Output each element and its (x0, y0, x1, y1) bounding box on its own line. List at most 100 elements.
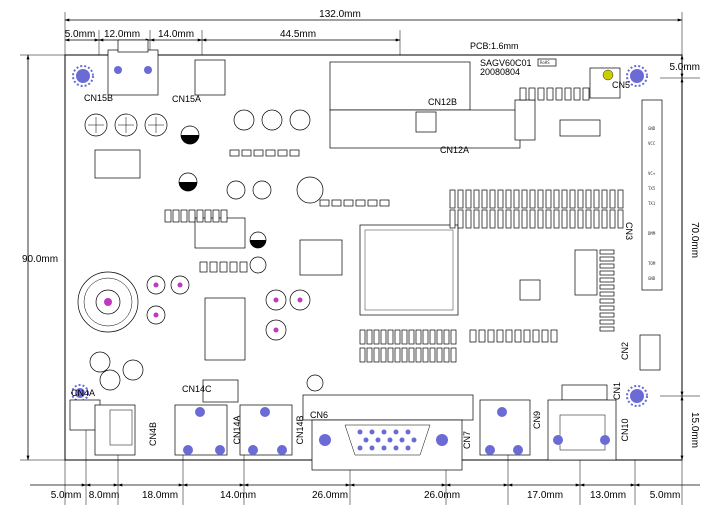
inductor-l8 (77, 271, 139, 333)
smd-part (529, 209, 536, 229)
cn3-pin-label: TX5 (648, 186, 656, 191)
cn3-label: CN3 (624, 222, 634, 240)
vga-pin (393, 445, 399, 451)
smd-part (401, 329, 408, 345)
smd-part (367, 199, 378, 207)
smd-part (599, 305, 615, 311)
dim-top-d: 44.5mm (280, 29, 316, 40)
smd-part (585, 209, 592, 229)
smd-part (585, 189, 592, 209)
cn14a-label: CN14A (232, 415, 242, 444)
dim-bot-a: 5.0mm (51, 490, 82, 501)
smd-part (553, 189, 560, 209)
smd-part (577, 209, 584, 229)
vga-pin (393, 429, 399, 435)
dim-right-top: 5.0mm (669, 62, 700, 73)
capacitor-icon (261, 109, 283, 131)
smd-part (180, 209, 188, 223)
smd-part (513, 189, 520, 209)
smd-part (545, 209, 552, 229)
vga-pin (375, 437, 381, 443)
smd-part (265, 149, 276, 157)
smd-part (601, 189, 608, 209)
cn12b-label: CN12B (428, 97, 457, 107)
cn12-connector: CN12B CN12A (329, 61, 521, 155)
vga-pin (381, 445, 387, 451)
dim-bot-h: 13.0mm (590, 490, 626, 501)
smd-part (373, 329, 380, 345)
smd-part (401, 347, 408, 363)
smd-part (599, 277, 615, 283)
smd-part (229, 261, 238, 273)
cn3-pin-label: GND (648, 126, 656, 131)
smd-part (443, 347, 450, 363)
cn6-label: CN6 (310, 410, 328, 420)
smd-part (555, 87, 563, 101)
smd-part (380, 347, 387, 363)
smd-part (528, 87, 536, 101)
cn6-vga: CN6 (302, 394, 474, 471)
smd-part (577, 189, 584, 209)
smd-part (436, 347, 443, 363)
dim-right-mid: 70.0mm (689, 222, 700, 258)
cn3-pin-label: TX1 (648, 201, 656, 206)
smd-part (212, 209, 220, 223)
main-ic (359, 224, 459, 316)
smd-part (497, 209, 504, 229)
dim-top-a: 5.0mm (65, 29, 96, 40)
smd-part (599, 270, 615, 276)
smd-part (564, 87, 572, 101)
capacitor-icon (226, 180, 246, 200)
rohs-mark (537, 58, 557, 67)
smd-part (599, 256, 615, 262)
vga-pin (369, 429, 375, 435)
cn12a-label: CN12A (440, 145, 469, 155)
smd-part (465, 189, 472, 209)
dim-bot-g: 17.0mm (527, 490, 563, 501)
capacitor-icon (233, 109, 255, 131)
smd-part (561, 189, 568, 209)
smd-part (429, 329, 436, 345)
smd-part (436, 329, 443, 345)
smd-part (209, 261, 218, 273)
smd-part (443, 329, 450, 345)
dim-top-total: 132.0mm (319, 9, 361, 20)
smd-part (599, 326, 615, 332)
smd-part (593, 189, 600, 209)
capacitor-icon (289, 109, 311, 131)
capacitor-icon (180, 125, 200, 145)
smd-part (582, 87, 590, 101)
bottom-dimensions: 5.0mm 8.0mm 18.0mm 14.0mm 26.0mm 26.0mm … (30, 400, 700, 505)
smd-part (593, 209, 600, 229)
smd-part (188, 209, 196, 223)
smd-part (457, 209, 464, 229)
smd-part (469, 329, 477, 343)
ic-chip-icon (359, 224, 459, 316)
cn5-label: CN5 (612, 80, 630, 90)
smd-part (449, 189, 456, 209)
inductor-icon (77, 271, 139, 333)
smd-part (545, 189, 552, 209)
cn5-header: CN5 (589, 67, 630, 99)
vga-pin (363, 437, 369, 443)
capacitor-icon (144, 113, 168, 137)
smd-part (465, 209, 472, 229)
cn15b-label: CN15B (84, 93, 113, 103)
smd-part (408, 329, 415, 345)
cn2-label: CN2 (620, 342, 630, 360)
smd-part (473, 189, 480, 209)
smd-part (394, 347, 401, 363)
smd-part (497, 189, 504, 209)
cn4b-label: CN4B (148, 422, 158, 446)
smd-part (487, 329, 495, 343)
smd-part (219, 261, 228, 273)
smd-part (473, 209, 480, 229)
smd-part (529, 189, 536, 209)
smd-part (481, 209, 488, 229)
smd-part (609, 209, 616, 229)
smd-part (513, 209, 520, 229)
smd-part (532, 329, 540, 343)
vga-pin (381, 429, 387, 435)
capacitor-icon (178, 172, 198, 192)
